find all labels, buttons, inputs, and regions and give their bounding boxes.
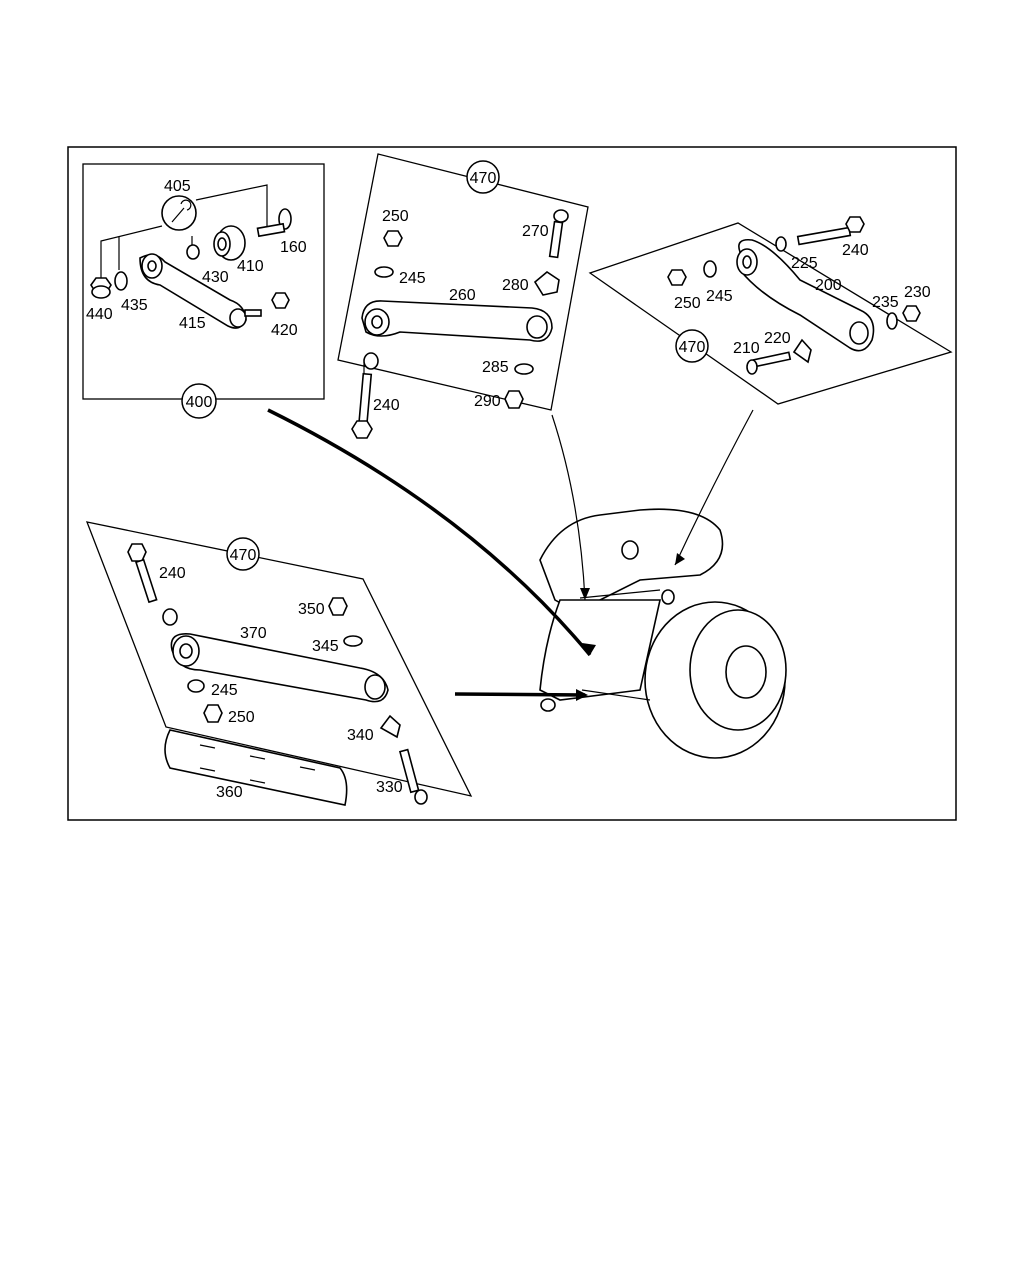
label-225: 225 <box>791 255 818 272</box>
washer-285 <box>514 363 534 375</box>
bolt-240-bottom <box>127 543 158 604</box>
eccentric-340 <box>379 714 401 739</box>
nut-420 <box>271 292 290 309</box>
label-415: 415 <box>179 315 206 332</box>
arrow-470-top <box>551 414 586 601</box>
label-240-bottom: 240 <box>159 565 186 582</box>
label-340: 340 <box>347 727 374 744</box>
label-245-bottom: 245 <box>211 682 238 699</box>
nut-250-right <box>667 269 687 286</box>
label-250-top: 250 <box>382 208 409 225</box>
washer-225 <box>775 236 787 252</box>
arm-260 <box>361 300 553 342</box>
label-405: 405 <box>164 178 191 195</box>
group-470-top-panel <box>337 153 589 439</box>
label-410: 410 <box>237 258 264 275</box>
label-250-bottom: 250 <box>228 709 255 726</box>
group-470-right-panel <box>588 216 953 405</box>
washer-245-right <box>703 260 717 278</box>
callout-470-right[interactable]: 470 <box>675 329 709 363</box>
bolt-270 <box>548 209 569 259</box>
label-210: 210 <box>733 340 760 357</box>
callout-470-bottom[interactable]: 470 <box>226 537 260 571</box>
nut-250-top <box>383 230 403 247</box>
washer-345 <box>343 635 363 647</box>
label-250-right: 250 <box>674 295 701 312</box>
label-345: 345 <box>312 638 339 655</box>
label-430: 430 <box>202 269 229 286</box>
svg-text:470: 470 <box>230 547 257 564</box>
label-160: 160 <box>280 239 307 256</box>
bolt-240-right <box>796 216 865 246</box>
svg-text:400: 400 <box>186 394 213 411</box>
nut-230 <box>902 305 921 322</box>
label-435: 435 <box>121 297 148 314</box>
washer-435 <box>114 271 128 291</box>
label-220: 220 <box>764 330 791 347</box>
washer-235 <box>886 312 898 330</box>
callout-470-top[interactable]: 470 <box>466 160 500 194</box>
label-240-top: 240 <box>373 397 400 414</box>
label-370: 370 <box>240 625 267 642</box>
wrench-icon <box>161 195 197 231</box>
label-245-top: 245 <box>399 270 426 287</box>
label-420: 420 <box>271 322 298 339</box>
nut-250-bottom <box>203 704 223 723</box>
label-330: 330 <box>376 779 403 796</box>
label-440: 440 <box>86 306 113 323</box>
nut-290 <box>504 390 524 409</box>
nut-350 <box>328 597 348 616</box>
label-360: 360 <box>216 784 243 801</box>
diagram-border <box>67 146 957 821</box>
group-400-panel <box>82 163 325 400</box>
eccentric-220 <box>792 338 812 364</box>
washer-430 <box>186 244 200 260</box>
arm-200 <box>736 238 875 352</box>
bolt-160 <box>256 208 292 238</box>
axle-assembly <box>539 508 787 759</box>
washer-245-top <box>374 266 394 278</box>
arrow-470-right <box>674 409 754 566</box>
eccentric-280 <box>533 271 560 296</box>
arrow-400 <box>267 408 592 657</box>
label-285: 285 <box>482 359 509 376</box>
bushing-410 <box>213 225 246 261</box>
bolt-330 <box>398 748 428 805</box>
label-240-right: 240 <box>842 242 869 259</box>
label-260: 260 <box>449 287 476 304</box>
arrow-470-bottom <box>454 692 586 697</box>
bolt-240-top <box>351 372 373 439</box>
label-270: 270 <box>522 223 549 240</box>
label-235: 235 <box>872 294 899 311</box>
shield-360 <box>164 729 348 806</box>
washer-245-bottom <box>187 679 205 693</box>
nut-440 <box>90 277 112 299</box>
label-245-right: 245 <box>706 288 733 305</box>
link-415 <box>139 253 247 329</box>
label-200: 200 <box>815 277 842 294</box>
bolt-210 <box>746 351 792 375</box>
arm-370 <box>170 633 389 703</box>
label-350: 350 <box>298 601 325 618</box>
part-labels: 405 160 410 430 440 435 415 420 250 270 … <box>86 178 931 801</box>
svg-text:470: 470 <box>679 339 706 356</box>
label-230: 230 <box>904 284 931 301</box>
svg-text:470: 470 <box>470 170 497 187</box>
group-470-bottom-panel <box>85 521 473 806</box>
label-280: 280 <box>502 277 529 294</box>
callout-400[interactable]: 400 <box>181 383 217 419</box>
label-290: 290 <box>474 393 501 410</box>
